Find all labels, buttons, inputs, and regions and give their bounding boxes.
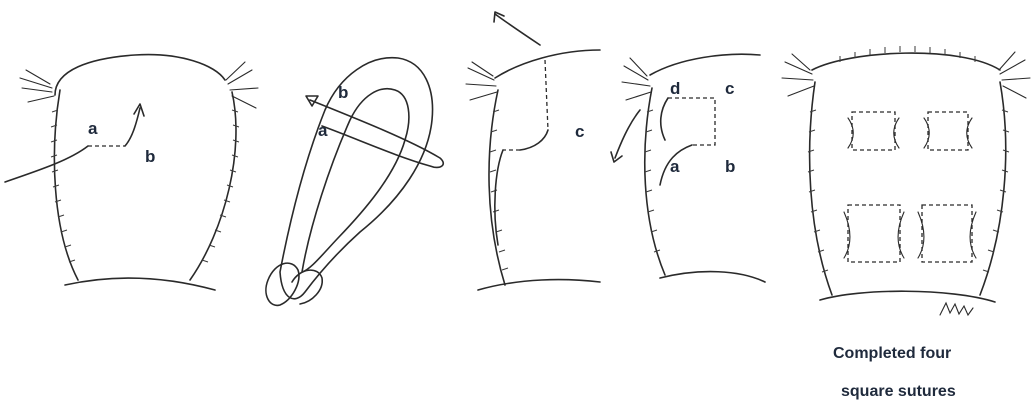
panel4-label-a: a [670, 157, 680, 176]
panel4-label-d: d [670, 79, 680, 98]
panel-1-single-stitch: a b [5, 55, 258, 290]
panel4-label-b: b [725, 157, 735, 176]
panel2-label-a: a [318, 121, 328, 140]
panel1-label-a: a [88, 119, 98, 138]
caption-line-2: square sutures [841, 383, 956, 401]
panel3-label-c: c [575, 122, 584, 141]
panel1-label-b: b [145, 147, 155, 166]
panel-5-completed-sutures [782, 46, 1030, 315]
panel-4-square-pattern: d c a b [611, 54, 765, 282]
caption-line-1: Completed four [833, 345, 951, 363]
panel-3-first-pass: c [466, 12, 600, 290]
panel2-label-b: b [338, 83, 348, 102]
panel-2-cross-section: b a [266, 58, 443, 306]
panel4-label-c: c [725, 79, 734, 98]
